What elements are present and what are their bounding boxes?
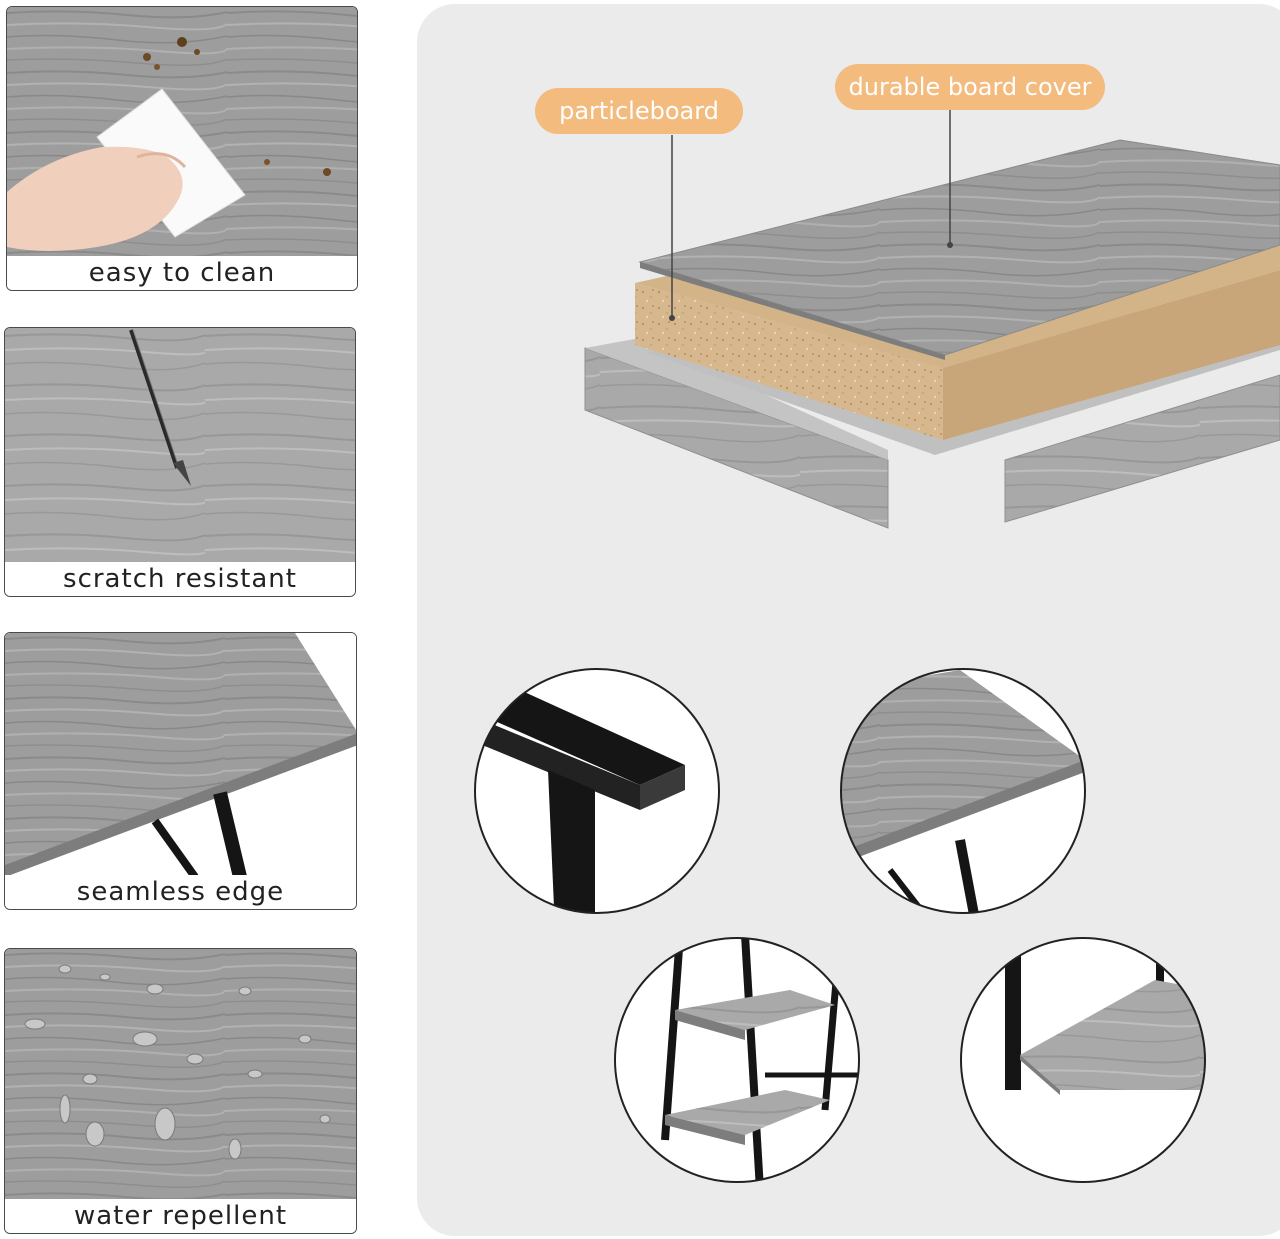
frame-corner-detail (475, 669, 719, 913)
seamless-edge-photo (5, 633, 356, 877)
feature-caption: seamless edge (5, 875, 356, 909)
feature-caption: water repellent (5, 1199, 356, 1233)
durable-board-cover-label: durable board cover (835, 64, 1105, 110)
scratch-resistant-photo (5, 328, 355, 564)
shelf-unit-detail (615, 938, 859, 1182)
water-repellent-photo (5, 949, 356, 1201)
board-cover-top (638, 139, 1280, 356)
feature-card-easy-to-clean: easy to clean (6, 6, 358, 291)
feature-card-scratch-resistant: scratch resistant (4, 327, 356, 597)
feature-caption: scratch resistant (5, 562, 355, 596)
easy-to-clean-photo (7, 7, 357, 257)
feature-card-water-repellent: water repellent (4, 948, 357, 1234)
tabletop-edge-detail (841, 669, 1085, 913)
shelf-corner-detail (961, 938, 1205, 1182)
particleboard-label: particleboard (535, 88, 743, 134)
feature-card-seamless-edge: seamless edge (4, 632, 357, 910)
feature-caption: easy to clean (7, 256, 357, 290)
particleboard-core (635, 283, 943, 440)
